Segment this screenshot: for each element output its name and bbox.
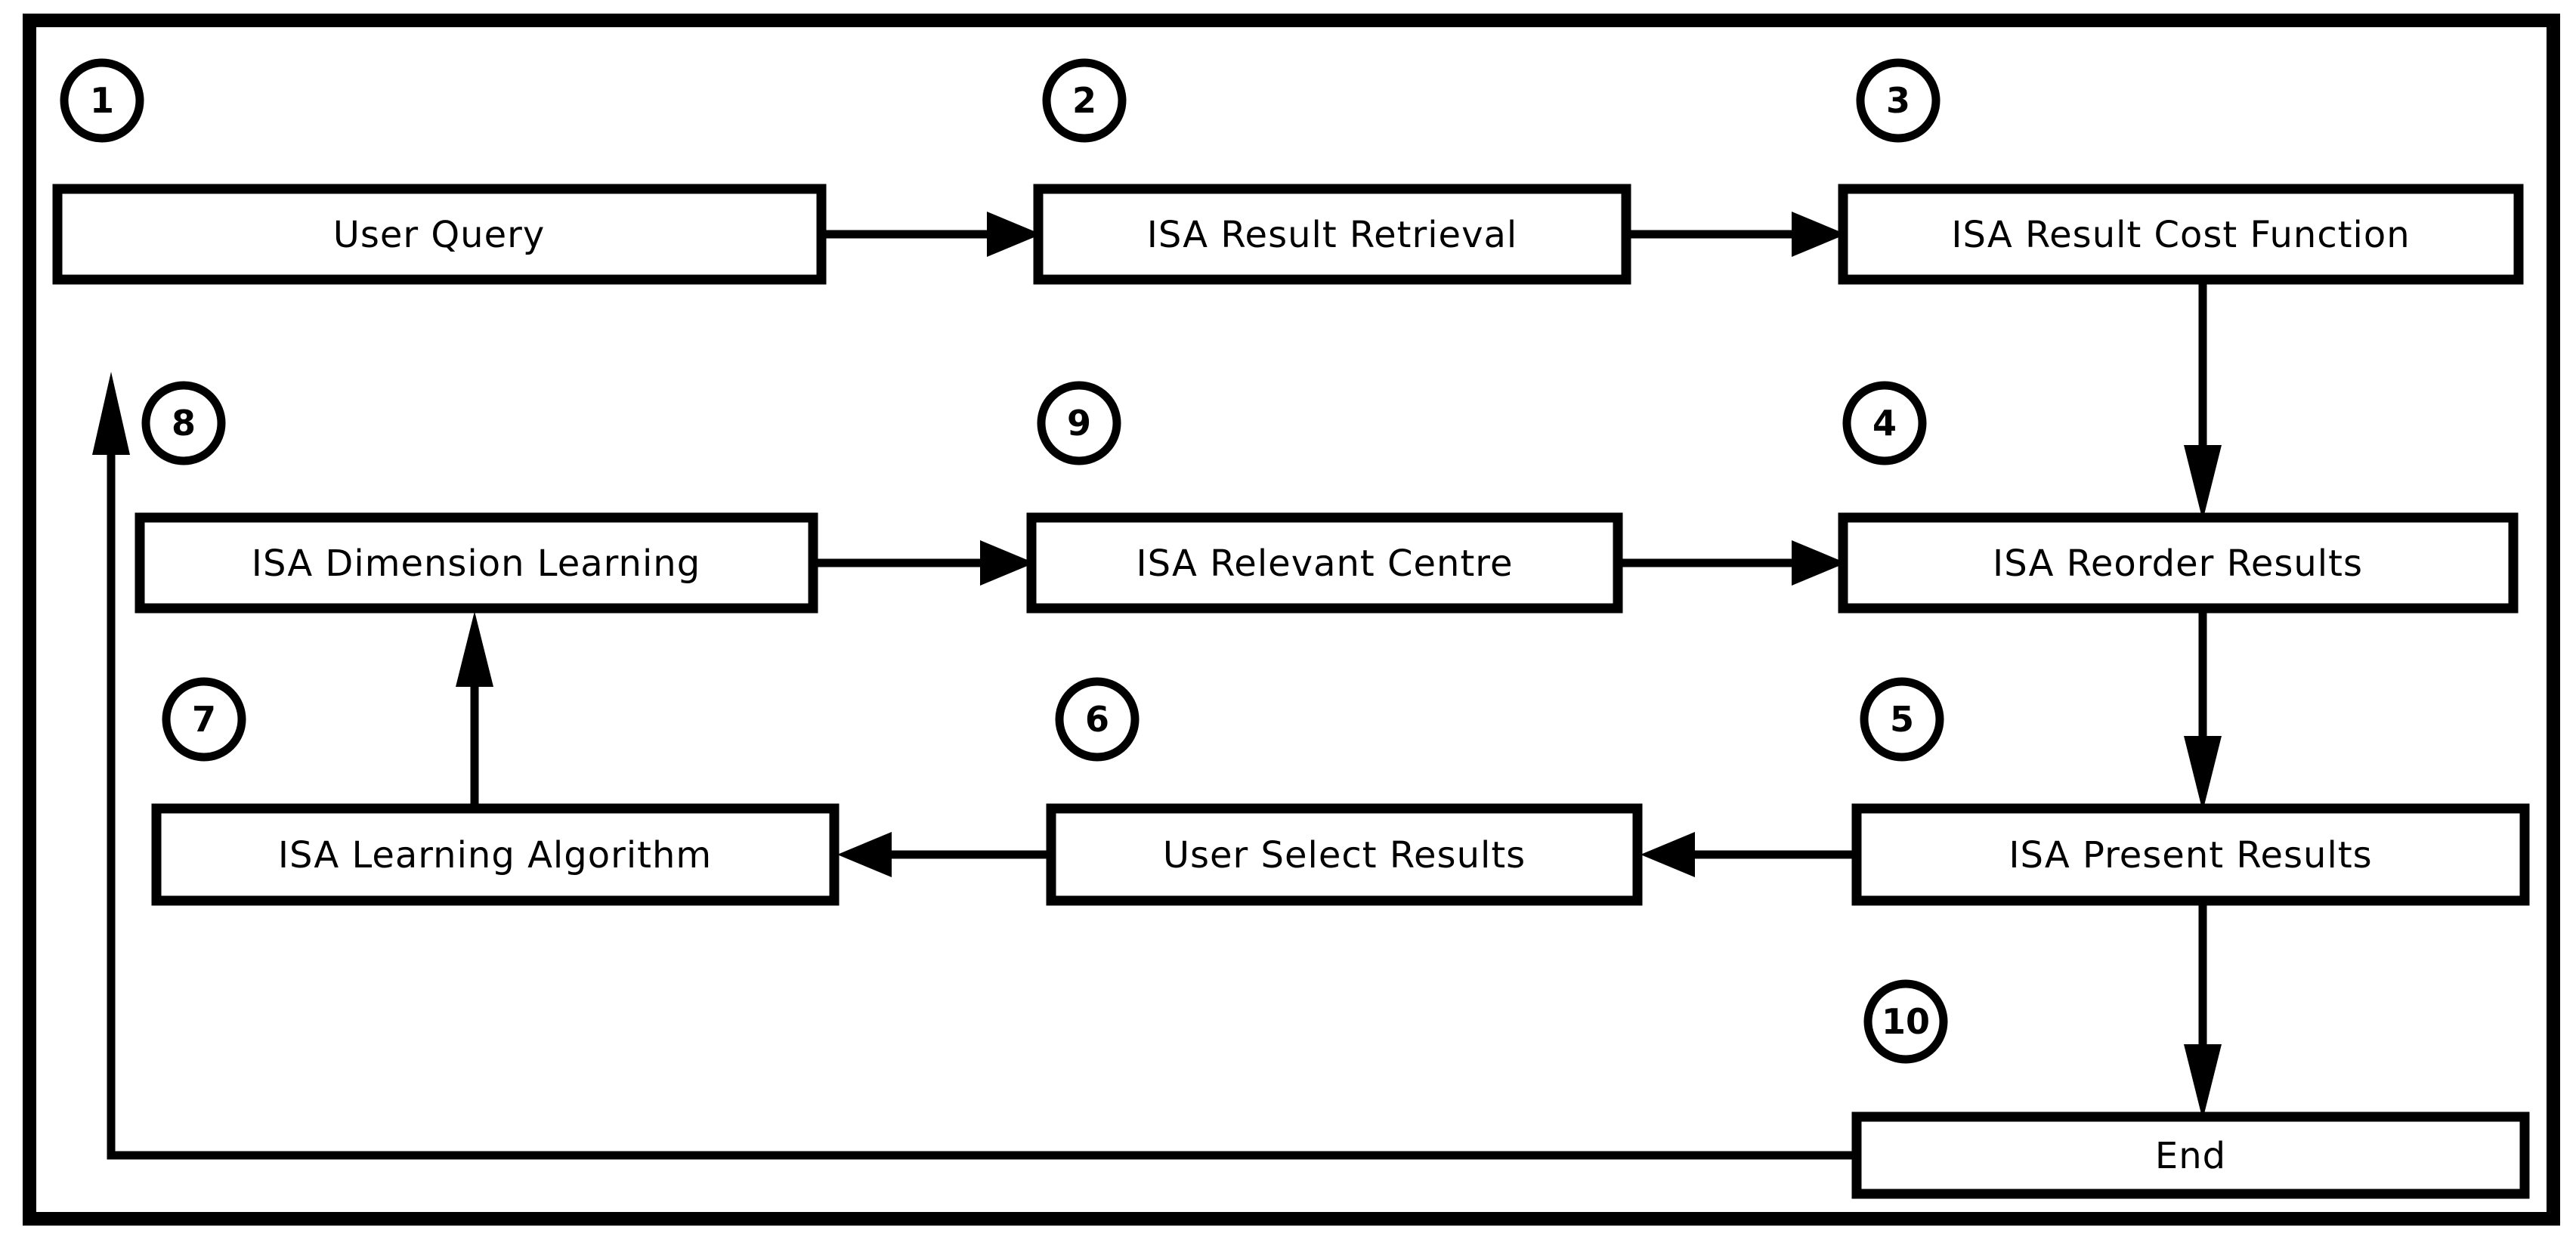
arrowhead-up-icon <box>456 611 493 687</box>
cost-function-label: ISA Result Cost Function <box>1951 214 2410 256</box>
arrowhead-down-icon <box>2184 445 2222 521</box>
step-circle <box>1055 677 1140 762</box>
result-retrieval-box <box>1033 184 1631 285</box>
step-circle <box>1863 979 1948 1064</box>
step-marker-2: 2 <box>1042 58 1127 143</box>
step-circle <box>1856 58 1941 143</box>
step-marker-5: 5 <box>1860 677 1944 762</box>
user-select-box <box>1046 803 1643 906</box>
arrowhead-right-icon <box>1792 212 1846 257</box>
node-reorder-results: ISA Reorder Results <box>1838 512 2519 614</box>
learning-algorithm-label: ISA Learning Algorithm <box>278 834 712 876</box>
node-result-retrieval: ISA Result Retrieval <box>1033 184 1631 285</box>
step-marker-7: 7 <box>162 677 246 762</box>
arrowhead-left-icon <box>1641 832 1695 877</box>
diagram-border <box>23 14 2560 1226</box>
step-circle <box>1037 381 1121 465</box>
present-results-label: ISA Present Results <box>2009 834 2372 876</box>
node-user-select: User Select Results <box>1046 803 1643 906</box>
step-circle <box>1042 58 1127 143</box>
step-circle <box>162 677 246 762</box>
reorder-results-label: ISA Reorder Results <box>1993 543 2363 585</box>
present-results-box <box>1851 803 2530 906</box>
node-dimension-learning: ISA Dimension Learning <box>135 512 818 614</box>
cost-function-box <box>1838 184 2524 285</box>
arrowhead-down-icon <box>2184 736 2222 812</box>
step-circle <box>1860 677 1944 762</box>
node-learning-algorithm: ISA Learning Algorithm <box>151 803 840 906</box>
arrowhead-up-icon <box>92 372 130 455</box>
step-number: 3 <box>1886 80 1910 121</box>
step-marker-3: 3 <box>1856 58 1941 143</box>
step-marker-1: 1 <box>60 58 144 143</box>
end-box <box>1851 1111 2530 1199</box>
arrowhead-right-icon <box>987 212 1041 257</box>
reorder-results-box <box>1838 512 2519 614</box>
step-number: 9 <box>1067 403 1091 444</box>
user-query-label: User Query <box>333 214 546 256</box>
step-number: 2 <box>1072 80 1096 121</box>
step-marker-4: 4 <box>1842 381 1927 465</box>
step-number: 1 <box>90 80 114 121</box>
learning-algorithm-box <box>151 803 840 906</box>
node-relevant-centre: ISA Relevant Centre <box>1026 512 1623 614</box>
step-circle <box>141 381 226 465</box>
user-select-label: User Select Results <box>1163 834 1526 876</box>
end-label: End <box>2155 1135 2226 1177</box>
relevant-centre-box <box>1026 512 1623 614</box>
step-number: 7 <box>192 699 216 740</box>
step-marker-8: 8 <box>141 381 226 465</box>
step-number: 5 <box>1890 699 1914 740</box>
step-marker-10: 10 <box>1863 979 1948 1064</box>
node-end: End <box>1851 1111 2530 1199</box>
node-user-query: User Query <box>52 184 827 285</box>
node-cost-function: ISA Result Cost Function <box>1838 184 2524 285</box>
step-number: 6 <box>1085 699 1109 740</box>
result-retrieval-label: ISA Result Retrieval <box>1147 214 1517 256</box>
step-number: 8 <box>172 403 196 444</box>
arrowhead-down-icon <box>2184 1044 2222 1120</box>
dimension-learning-box <box>135 512 818 614</box>
user-query-box <box>52 184 827 285</box>
step-marker-6: 6 <box>1055 677 1140 762</box>
arrowhead-right-icon <box>980 540 1034 586</box>
step-number: 10 <box>1882 1001 1930 1042</box>
node-present-results: ISA Present Results <box>1851 803 2530 906</box>
edge-end-feedback-loop <box>107 453 1857 1160</box>
relevant-centre-label: ISA Relevant Centre <box>1136 543 1513 585</box>
arrowhead-left-icon <box>837 832 892 877</box>
step-marker-9: 9 <box>1037 381 1121 465</box>
step-circle <box>60 58 144 143</box>
arrowhead-right-icon <box>1792 540 1846 586</box>
dimension-learning-label: ISA Dimension Learning <box>252 543 700 585</box>
step-circle <box>1842 381 1927 465</box>
step-number: 4 <box>1872 403 1897 444</box>
